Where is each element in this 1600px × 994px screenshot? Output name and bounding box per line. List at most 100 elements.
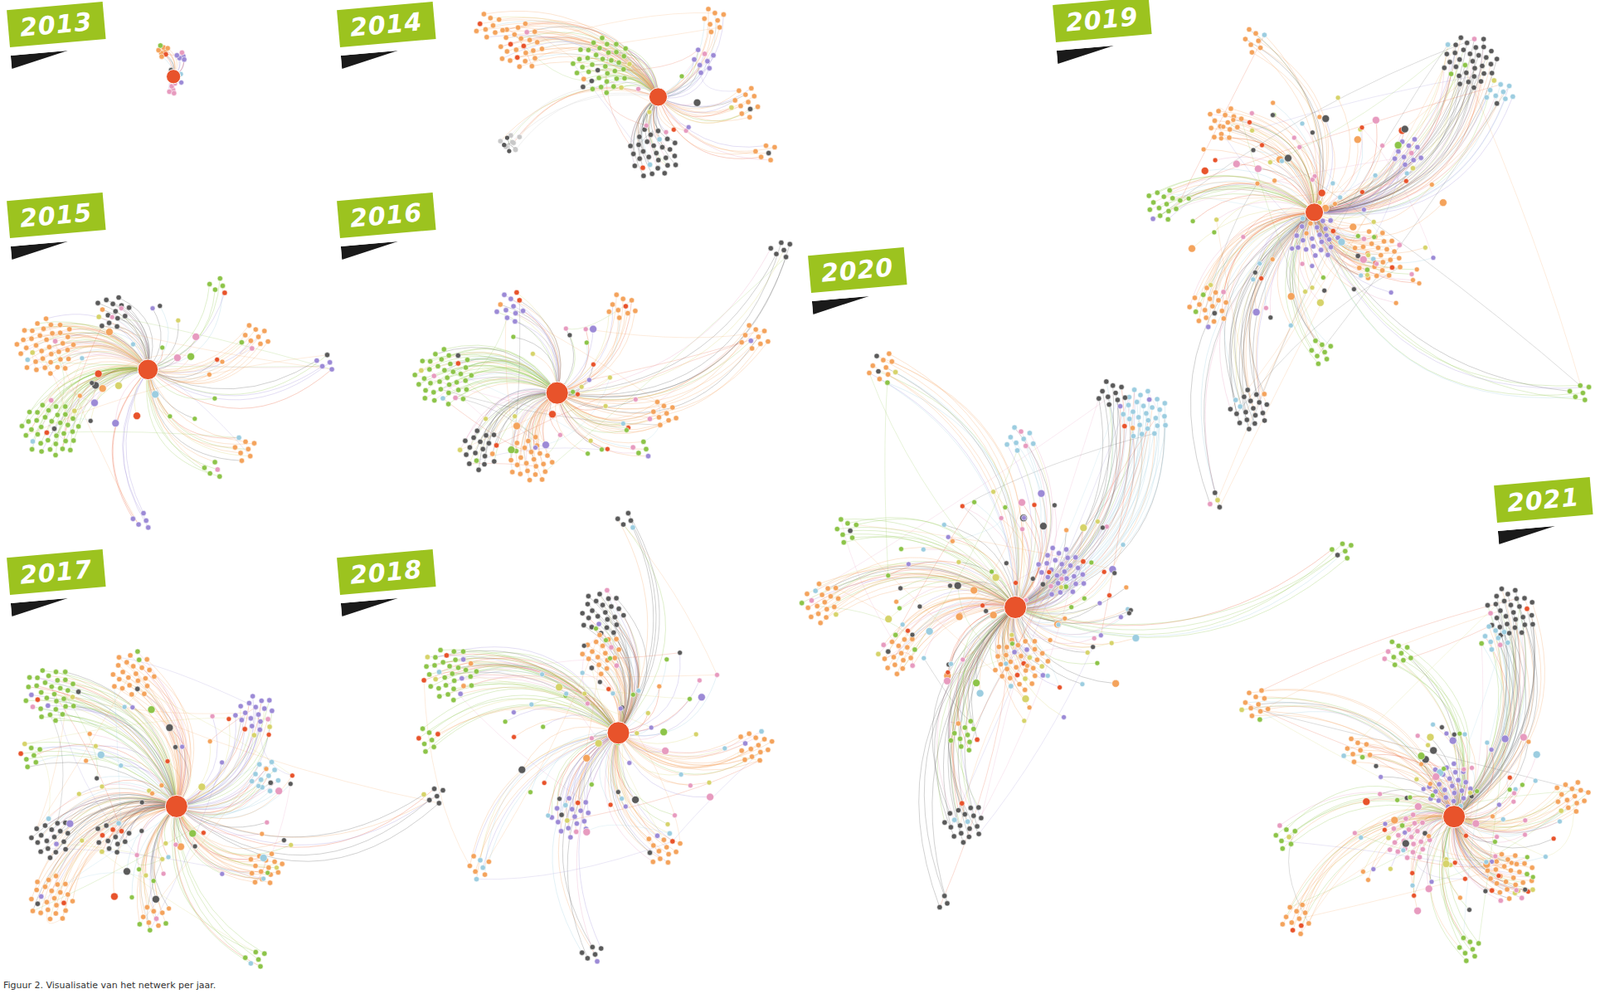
network-dot — [431, 373, 437, 379]
network-dot — [421, 677, 427, 683]
network-dot — [482, 26, 488, 32]
network-dot — [130, 515, 136, 521]
network-dot — [753, 326, 759, 332]
network-dot — [124, 659, 130, 665]
network-dot — [45, 816, 51, 822]
network-dot — [217, 473, 223, 479]
network-dot — [34, 839, 40, 845]
network-dot — [61, 838, 67, 844]
network-dot — [617, 315, 623, 321]
network-dot — [258, 777, 264, 783]
network-dot — [24, 356, 30, 362]
network-dot — [473, 668, 479, 674]
network-dot — [636, 450, 642, 456]
network-dot — [116, 820, 122, 826]
network-dot — [753, 734, 759, 740]
network-dot — [695, 47, 701, 53]
network-dot — [765, 338, 771, 344]
network-dot — [94, 775, 100, 781]
network-dot — [327, 359, 333, 365]
network-dot — [597, 45, 603, 51]
network-dot — [466, 444, 472, 450]
network-dot — [242, 726, 248, 732]
network-dot — [589, 607, 595, 613]
network-dot — [21, 327, 27, 333]
network-dot — [275, 869, 281, 875]
network-dot — [141, 690, 147, 696]
network-dot — [539, 46, 545, 52]
network-dot — [33, 359, 39, 365]
network-dot — [126, 682, 132, 688]
network-dot — [456, 387, 462, 393]
network-dot — [444, 374, 450, 380]
network-dot — [581, 818, 587, 824]
network-dot — [599, 602, 605, 608]
network-dot — [533, 434, 539, 440]
network-dot — [418, 367, 424, 373]
network-dot — [65, 422, 71, 428]
network-dot — [38, 689, 44, 695]
network-dot — [657, 422, 663, 428]
network-edges — [414, 243, 790, 481]
network-dot — [263, 766, 269, 772]
network-dot — [468, 372, 474, 378]
network-dot — [29, 427, 35, 433]
network-dot — [147, 927, 153, 933]
network-dot — [252, 771, 258, 777]
network-dot — [29, 446, 35, 452]
network-dot — [329, 366, 335, 372]
network-dot — [119, 685, 125, 691]
network-dot — [114, 323, 120, 329]
network-dot — [613, 636, 619, 642]
network-dot — [34, 675, 40, 681]
network-dot — [115, 315, 121, 321]
network-dot — [150, 908, 156, 914]
network-dot — [613, 595, 619, 601]
network-dot — [42, 822, 48, 828]
network-dot — [672, 162, 678, 168]
network-dot — [38, 832, 44, 838]
network-link — [425, 704, 619, 752]
network-dot — [466, 461, 472, 467]
network-dot — [38, 893, 44, 899]
network-dot — [710, 52, 716, 58]
network-dot — [701, 51, 707, 57]
network-dot — [136, 866, 142, 872]
network-dot — [611, 83, 617, 89]
network-dot — [613, 291, 619, 297]
network-dot — [738, 734, 744, 740]
network-dot — [513, 422, 521, 430]
network-dot — [65, 687, 71, 693]
network-dot — [54, 412, 60, 418]
network-dot — [518, 454, 524, 460]
network-dot — [460, 656, 466, 662]
network-dot — [627, 61, 633, 67]
network-dot — [641, 438, 647, 444]
network-dot — [267, 787, 273, 793]
network-dot — [95, 300, 101, 306]
network-dot — [96, 839, 102, 845]
network-dot — [613, 662, 619, 668]
network-dot — [246, 322, 252, 328]
network-dot — [557, 432, 563, 438]
network-dot — [616, 606, 622, 612]
network-dot — [758, 748, 764, 754]
network-dot — [613, 76, 619, 82]
network-dot — [480, 446, 486, 452]
network-dot — [79, 837, 85, 843]
network-dot — [443, 652, 449, 658]
network-dot — [281, 837, 287, 843]
network-dot — [115, 841, 121, 847]
network-dot — [153, 915, 159, 921]
network-dot — [160, 345, 166, 351]
network-dot — [772, 144, 778, 150]
network-dot — [189, 829, 197, 837]
network-dot — [45, 876, 51, 882]
network-dot — [91, 398, 99, 407]
network-dot — [441, 346, 447, 352]
network-dot — [71, 703, 77, 709]
network-dot — [56, 349, 62, 355]
network-dot — [43, 837, 49, 843]
network-dot — [584, 601, 590, 607]
network-dot — [63, 437, 69, 443]
